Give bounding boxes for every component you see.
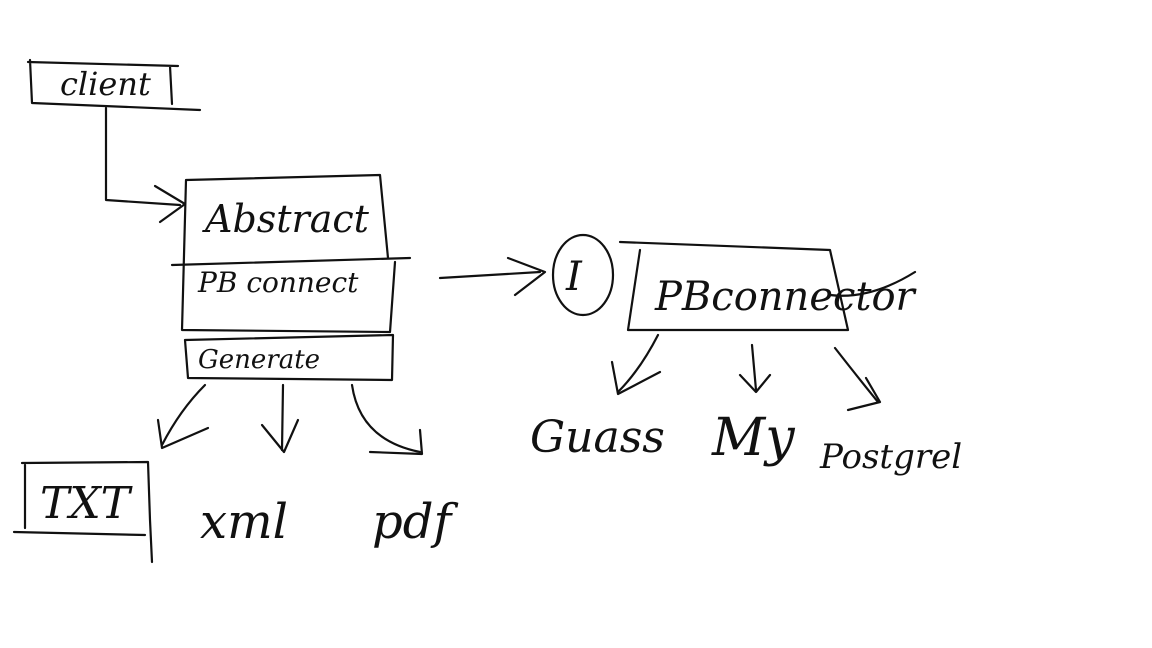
- interface-label: I: [565, 254, 583, 300]
- output-txt-label: TXT: [40, 478, 134, 529]
- interface-node: I: [551, 233, 615, 317]
- generate-label: Generate: [198, 345, 320, 375]
- client-node: client: [26, 58, 202, 112]
- db-connector-label: PBconnector: [654, 274, 918, 320]
- output-pdf-label: pdf: [372, 494, 458, 550]
- connector-to-databases-arrows: [610, 333, 882, 412]
- generate-to-outputs-arrows: [156, 383, 424, 456]
- abstract-node: Abstract PB connect: [170, 173, 412, 334]
- client-label: client: [60, 65, 151, 103]
- db-guass-label: Guass: [530, 412, 665, 463]
- db-my-label: My: [711, 408, 795, 468]
- db-postgrel-label: Postgrel: [819, 437, 962, 477]
- abstract-label: Abstract: [202, 197, 370, 241]
- db-connector-node: PBconnector: [618, 240, 918, 332]
- client-to-abstract-arrow: [104, 106, 187, 224]
- db-connect-label: PB connect: [197, 266, 359, 299]
- abstract-to-interface-arrow: [438, 256, 547, 297]
- generate-node: Generate: [183, 333, 395, 382]
- output-xml-label: xml: [200, 494, 288, 550]
- txt-output-node: TXT: [12, 460, 154, 564]
